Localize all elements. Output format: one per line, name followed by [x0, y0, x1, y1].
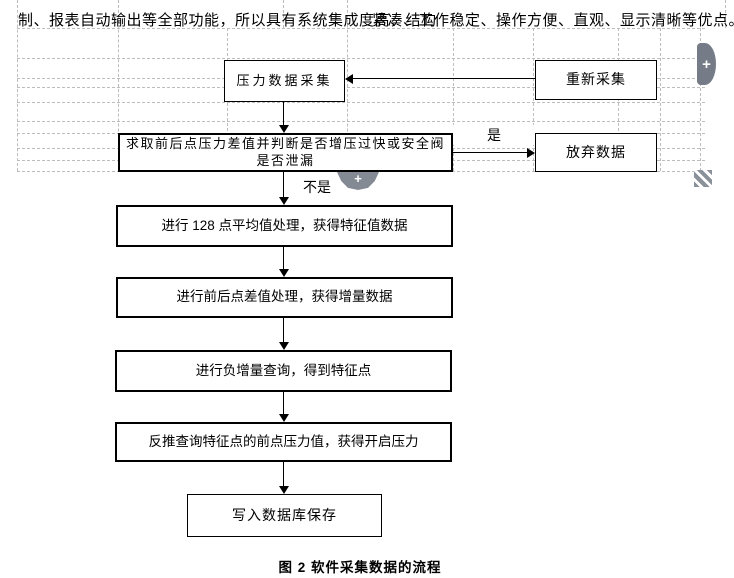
arrow-judge-to-discard	[453, 152, 527, 153]
arrow-difference-to-neg	[283, 318, 284, 344]
insert-handle-vertical[interactable]: +	[697, 43, 716, 85]
arrow-back-to-db	[283, 462, 284, 488]
arrow-collect-to-judge	[283, 102, 284, 127]
flow-box-average-128: 进行 128 点平均值处理，获得特征值数据	[116, 205, 453, 247]
arrowhead-average-to-difference	[279, 269, 289, 277]
flow-box-write-db: 写入数据库保存	[187, 494, 382, 537]
arrowhead-judge-to-average	[279, 197, 289, 205]
arrow-average-to-difference	[283, 247, 284, 271]
plus-icon: +	[354, 171, 362, 186]
branch-label-no: 不是	[301, 177, 333, 197]
arrowhead-collect-to-judge	[279, 125, 289, 133]
arrow-judge-to-average	[283, 172, 284, 199]
flow-box-recollect: 重新采集	[535, 60, 657, 100]
arrowhead-difference-to-neg	[279, 342, 289, 350]
flow-box-back-derive: 反推查询特征点的前点压力值，获得开启压力	[115, 422, 452, 462]
resize-handle-striped-icon[interactable]	[694, 170, 712, 187]
branch-label-yes: 是	[453, 125, 535, 145]
flow-box-discard-data: 放弃数据	[535, 133, 657, 172]
insert-handle-horizontal[interactable]: +	[337, 172, 379, 190]
flow-box-pressure-collect: 压力数据采集	[224, 60, 345, 102]
flow-box-neg-increment: 进行负增量查询，得到特征点	[115, 350, 452, 392]
plus-icon: +	[702, 55, 711, 73]
arrowhead-back-to-db	[279, 486, 289, 494]
body-text-right-column: 紧凑、工作稳定、操作方便、直观、显示清晰等优点。	[372, 12, 734, 29]
arrowhead-judge-to-discard	[527, 148, 535, 158]
arrow-neg-to-back	[283, 392, 284, 416]
body-text-left-column: 制、报表自动输出等全部功能，所以具有系统集成度高、结构	[18, 12, 437, 29]
flow-box-difference: 进行前后点差值处理，获得增量数据	[116, 277, 453, 318]
arrowhead-recollect-to-collect	[345, 74, 353, 84]
arrowhead-neg-to-back	[279, 414, 289, 422]
arrow-recollect-to-collect	[353, 78, 535, 79]
flow-box-judge: 求取前后点压力差值并判断是否增压过快或安全阀是否泄漏	[118, 133, 453, 172]
figure-caption: 图 2 软件采集数据的流程	[278, 560, 442, 575]
